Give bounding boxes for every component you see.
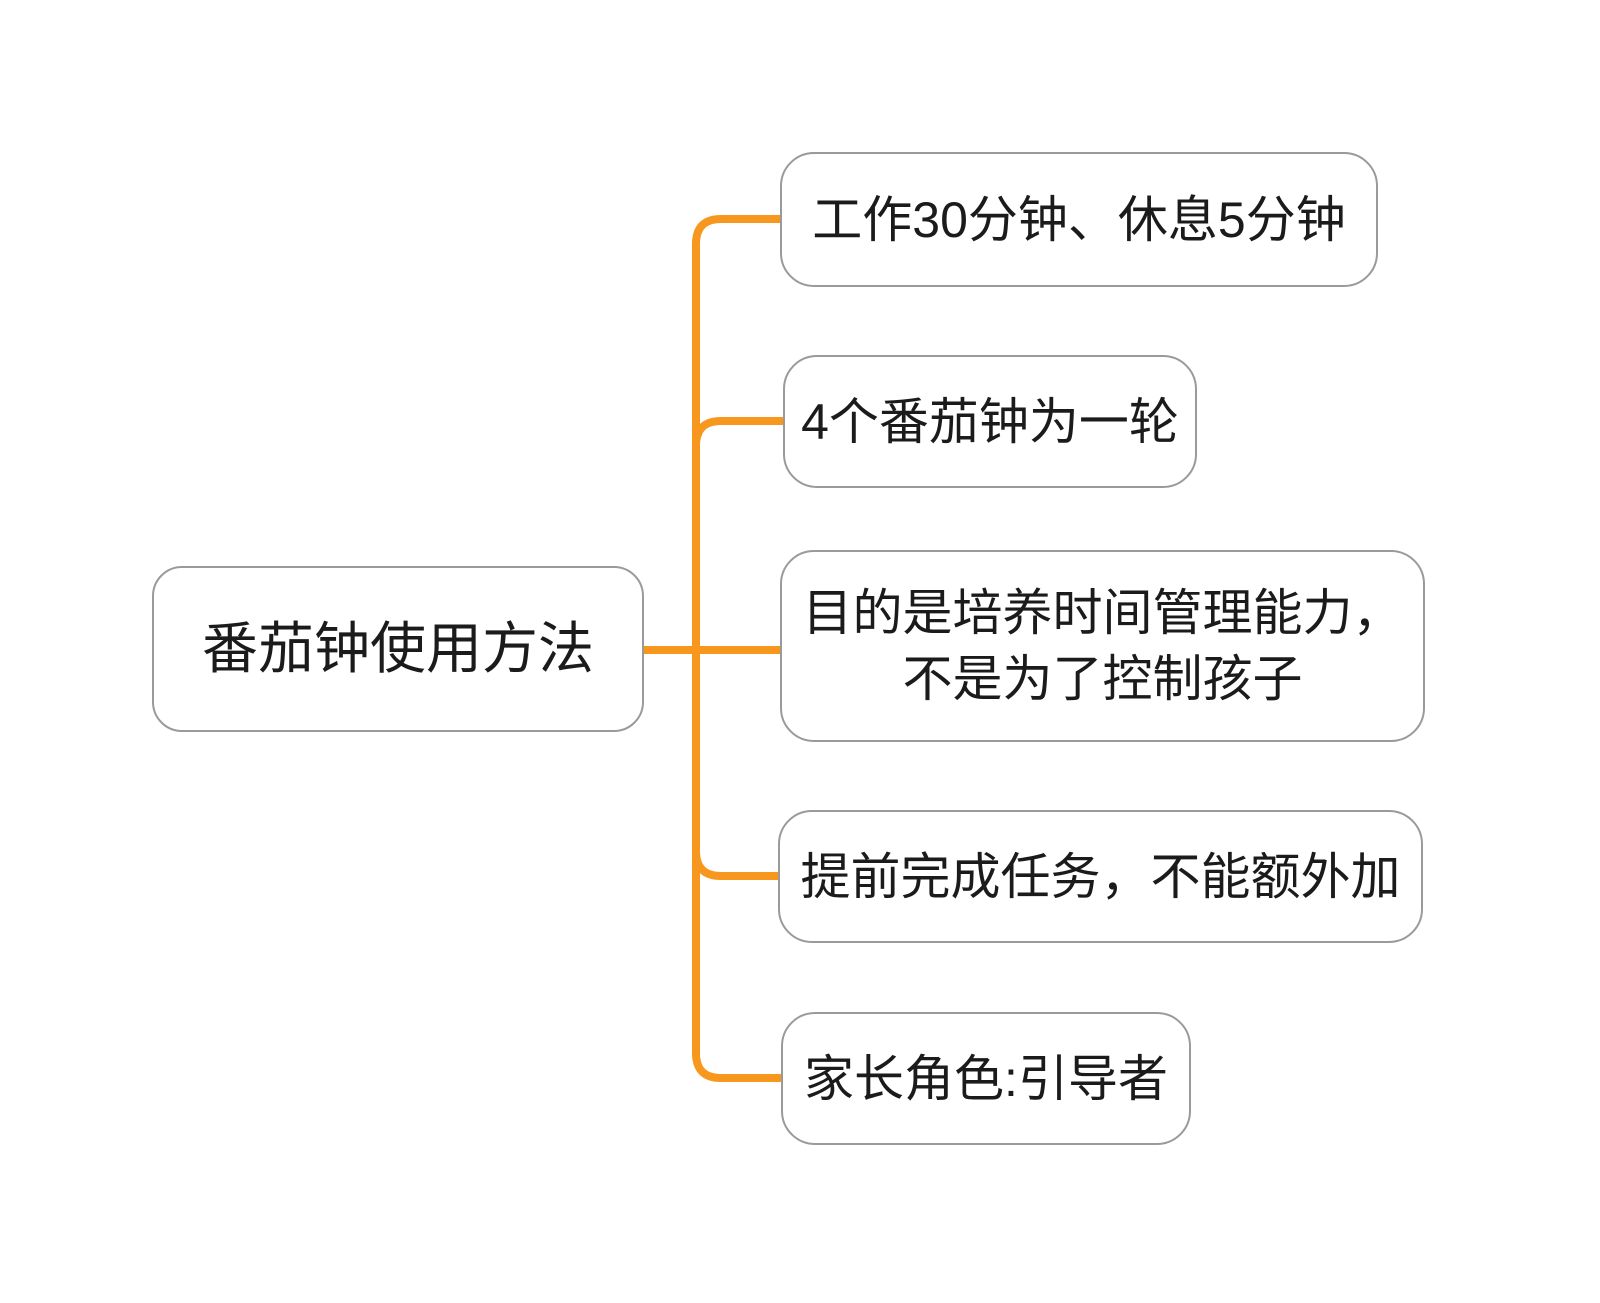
branch-node-round-of-four[interactable]: 4个番茄钟为一轮 xyxy=(783,355,1197,488)
root-node-label: 番茄钟使用方法 xyxy=(202,617,594,681)
branch-node-label: 家长角色:引导者 xyxy=(804,1050,1168,1107)
branch-node-purpose[interactable]: 目的是培养时间管理能力， 不是为了控制孩子 xyxy=(780,550,1425,742)
branch-node-label: 4个番茄钟为一轮 xyxy=(801,393,1179,450)
branch-node-label: 提前完成任务，不能额外加 xyxy=(800,848,1401,905)
root-node-pomodoro-method[interactable]: 番茄钟使用方法 xyxy=(152,566,644,732)
branch-line-spine-up xyxy=(692,215,780,650)
branch-node-parent-role[interactable]: 家长角色:引导者 xyxy=(781,1012,1191,1145)
branch-node-label-line2: 不是为了控制孩子 xyxy=(902,651,1303,707)
branch-node-label-line1: 目的是培养时间管理能力， xyxy=(802,585,1403,641)
branch-node-no-extra-tasks[interactable]: 提前完成任务，不能额外加 xyxy=(778,810,1423,943)
branch-line-b2 xyxy=(692,417,783,447)
branch-node-work-rest-cycle[interactable]: 工作30分钟、休息5分钟 xyxy=(780,152,1378,287)
branch-line-b4 xyxy=(692,850,778,880)
branch-line-spine-down xyxy=(692,650,781,1082)
branch-node-label: 工作30分钟、休息5分钟 xyxy=(812,191,1346,248)
